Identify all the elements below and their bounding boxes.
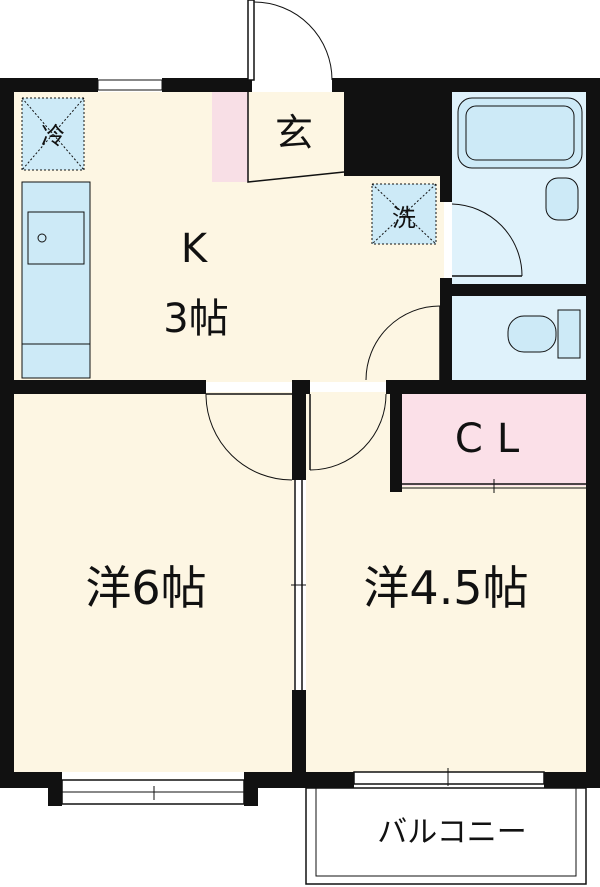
- label-kitchen-letter: K: [181, 226, 209, 272]
- western-6-floor: [14, 392, 294, 772]
- bathtub: [457, 97, 583, 169]
- wash-basin: [545, 177, 579, 221]
- label-western-45: 洋4.5帖: [363, 561, 528, 615]
- entrance-step: [212, 92, 248, 182]
- washer-cross-b: [371, 183, 437, 245]
- label-washer: 洗: [392, 204, 416, 232]
- washer-cross-a: [371, 183, 437, 245]
- entrance-boundary: [247, 92, 345, 183]
- door-swing-toilet: [365, 305, 441, 381]
- door-swing-western-6: [205, 394, 293, 481]
- kitchen-counter: [21, 181, 91, 379]
- label-balcony: バルコニー: [377, 815, 526, 850]
- kitchen-sink: [27, 211, 85, 265]
- window-western-45: [353, 771, 545, 785]
- toilet-bowl: [507, 315, 557, 353]
- label-entrance: 玄: [275, 111, 313, 155]
- label-closet: CL: [455, 416, 533, 462]
- closet-area: [402, 394, 586, 486]
- label-western-6: 洋6帖: [85, 561, 206, 615]
- toilet-tank: [557, 309, 581, 359]
- door-swing-western-45: [309, 393, 387, 471]
- door-swing-bath: [451, 203, 523, 277]
- balcony-inner: [315, 787, 577, 877]
- label-refrigerator: 冷: [41, 122, 65, 150]
- bathtub-inner: [465, 105, 575, 161]
- entrance-door-panel: [247, 0, 255, 81]
- entrance-door-swing: [253, 1, 333, 81]
- sink-drain: [37, 233, 47, 243]
- walls: [0, 78, 600, 806]
- label-kitchen-size: 3帖: [163, 296, 228, 342]
- balcony-area: [305, 787, 587, 885]
- refrigerator-box: [21, 97, 85, 171]
- top-window: [97, 79, 163, 91]
